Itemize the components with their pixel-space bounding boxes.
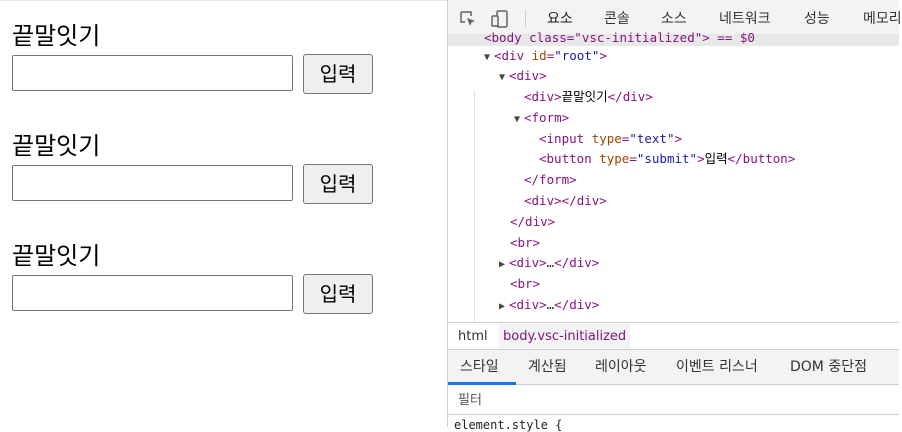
dom-tree[interactable]: <body class="vsc-initialized"> == $0 ▼<d…: [448, 30, 899, 322]
filter-input[interactable]: 필터: [458, 393, 482, 408]
expand-triangle-icon[interactable]: ▼: [514, 114, 521, 125]
styles-tab-bar: 스타일 계산됨 레이아웃 이벤트 리스너 DOM 중단점: [448, 350, 899, 385]
expand-triangle-icon[interactable]: ▼: [499, 72, 506, 83]
tab-network[interactable]: 네트워크: [719, 11, 771, 27]
word-form: 입력: [12, 164, 374, 204]
device-toolbar-icon[interactable]: [490, 9, 510, 29]
tab-performance[interactable]: 성능: [804, 11, 830, 27]
inspect-element-icon[interactable]: [458, 9, 478, 29]
word-chain-game-2: 끝말잇기 입력: [12, 131, 373, 204]
breadcrumb-html[interactable]: html: [458, 329, 488, 344]
dom-node-div-close[interactable]: </div>: [510, 214, 556, 229]
dom-node-input[interactable]: <input type="text">: [539, 131, 683, 146]
word-chain-game-3: 끝말잇기 입력: [12, 241, 373, 314]
dom-node-form-close[interactable]: </form>: [524, 172, 577, 187]
word-input[interactable]: [12, 55, 293, 91]
tab-memory[interactable]: 메모리: [863, 11, 902, 27]
word-input[interactable]: [12, 165, 293, 201]
element-style-rule: element.style {: [454, 418, 563, 432]
indent-guide: [474, 90, 475, 322]
tab-computed[interactable]: 계산됨: [528, 359, 567, 375]
game-title: 끝말잇기: [12, 22, 101, 50]
tab-console[interactable]: 콘솔: [604, 11, 630, 27]
tab-dom-breakpoints[interactable]: DOM 중단점: [790, 359, 867, 375]
dom-node-button[interactable]: <button type="submit">입력</button>: [539, 151, 796, 166]
collapse-triangle-icon[interactable]: ▶: [499, 259, 506, 270]
devtools-tab-bar: 요소 콘솔 소스 네트워크 성능 메모리: [448, 0, 902, 38]
toolbar-separator: [525, 10, 526, 28]
submit-button[interactable]: 입력: [303, 54, 373, 94]
game-title: 끝말잇기: [12, 132, 101, 160]
dom-node-root[interactable]: ▼<div id="root">: [484, 46, 607, 66]
selected-node-highlight: [448, 34, 899, 46]
dom-node-empty-div[interactable]: <div></div>: [524, 193, 607, 208]
tab-sources[interactable]: 소스: [661, 11, 687, 27]
submit-button[interactable]: 입력: [303, 164, 373, 204]
dom-node-br[interactable]: <br>: [510, 235, 541, 250]
styles-filter[interactable]: 필터: [448, 385, 899, 415]
word-input[interactable]: [12, 275, 293, 311]
collapse-triangle-icon[interactable]: ▶: [499, 301, 506, 312]
submit-button[interactable]: 입력: [303, 274, 373, 314]
dom-node-form[interactable]: ▼<form>: [514, 108, 569, 128]
dom-node-br[interactable]: <br>: [510, 276, 541, 291]
dom-node-body[interactable]: <body class="vsc-initialized"> == $0: [484, 30, 755, 45]
word-chain-game-1: 끝말잇기 입력: [12, 21, 373, 94]
dom-node-div[interactable]: ▼<div>: [499, 66, 547, 86]
dom-node-title-div[interactable]: <div>끝말잇기</div>: [524, 89, 653, 104]
expand-triangle-icon[interactable]: ▼: [484, 52, 491, 63]
tab-styles[interactable]: 스타일: [460, 359, 499, 375]
tab-event-listeners[interactable]: 이벤트 리스너: [676, 359, 758, 375]
devtools-panel: 요소 콘솔 소스 네트워크 성능 메모리 <body class="vsc-in…: [447, 0, 902, 432]
active-subtab-indicator: [448, 382, 516, 385]
rendered-page: 끝말잇기 입력 끝말잇기 입력 끝말잇기 입력: [0, 0, 447, 427]
breadcrumb: html body.vsc-initialized: [448, 322, 899, 350]
dom-node-collapsed-div[interactable]: ▶<div>…</div>: [499, 253, 599, 273]
game-title: 끝말잇기: [12, 242, 101, 270]
tab-elements[interactable]: 요소: [547, 11, 573, 27]
dom-node-collapsed-div[interactable]: ▶<div>…</div>: [499, 295, 599, 315]
breadcrumb-body[interactable]: body.vsc-initialized: [499, 324, 631, 349]
word-form: 입력: [12, 54, 374, 94]
word-form: 입력: [12, 274, 374, 314]
tab-layout[interactable]: 레이아웃: [595, 359, 647, 375]
